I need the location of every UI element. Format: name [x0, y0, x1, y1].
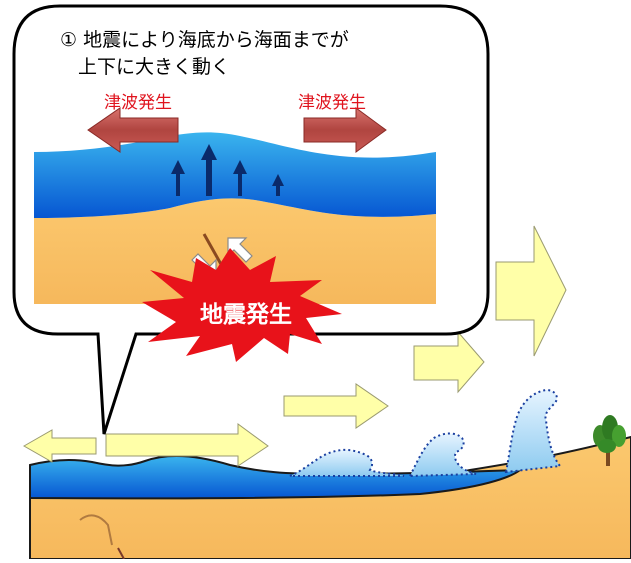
propagation-arrow-4 — [495, 225, 567, 357]
propagation-arrow-1 — [105, 423, 269, 467]
earthquake-burst-icon — [142, 248, 342, 362]
seafloor-fault-line — [79, 514, 113, 546]
uplift-arrows — [171, 144, 284, 196]
up-arrow-icon — [272, 174, 284, 196]
tsunami-label-left: 津波発生 — [104, 93, 172, 113]
tsunami-wave-small — [289, 448, 405, 477]
fault-line — [202, 233, 224, 267]
tsunami-arrow-left — [87, 107, 179, 153]
fault-marker — [117, 547, 125, 560]
propagation-arrow-3 — [413, 330, 485, 394]
inset-sea — [34, 132, 436, 218]
up-arrow-icon — [233, 160, 247, 196]
propagation-arrow-2 — [283, 383, 389, 429]
up-arrow-icon — [201, 144, 217, 196]
tree-icon — [593, 415, 626, 466]
earthquake-label: 地震発生 — [200, 302, 292, 328]
propagation-arrow-left — [22, 429, 97, 463]
callout-step-line2: 上下に大きく動く — [78, 56, 230, 78]
callout-step-line1: ① 地震により海底から海面までが — [60, 29, 349, 51]
tsunami-label-right: 津波発生 — [298, 93, 366, 113]
tsunami-arrow-right — [303, 107, 387, 153]
tsunami-wave-large — [504, 388, 562, 474]
tsunami-wave-medium — [408, 432, 477, 478]
up-arrow-icon — [171, 160, 185, 196]
